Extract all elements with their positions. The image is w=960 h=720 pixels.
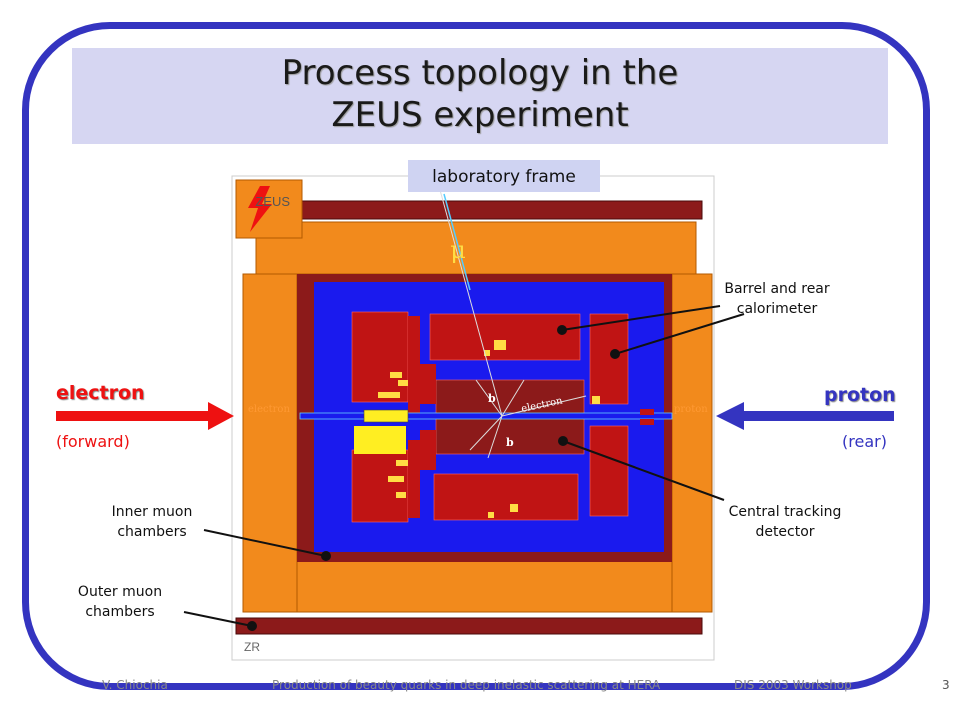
beam-pipe-rear-upper [640, 409, 654, 415]
inner-muon-chambers-label: Inner muon chambers [111, 504, 193, 540]
footer-talk-title: Production of beauty quarks in deep inel… [272, 678, 661, 692]
particle-tracks [439, 189, 587, 459]
rear-calorimeter-upper [589, 313, 629, 405]
barrel-calorimeter-yellow-cells [484, 340, 600, 518]
top-return-yoke [235, 200, 703, 220]
bottom-iron-yoke [296, 559, 673, 613]
barrel-calorimeter-bottom [433, 473, 579, 521]
slide-frame [22, 22, 930, 690]
forward-calorimeter-upper [351, 311, 409, 403]
muon-label: μ [450, 236, 466, 264]
ctd-forward-lower [420, 430, 436, 470]
forward-yellow-block [354, 426, 406, 454]
forward-calorimeter-edge-upper [408, 316, 420, 416]
bottom-outer-muon-bar [235, 617, 703, 635]
left-iron-yoke [242, 273, 298, 613]
footer-author: V. Chiochia [102, 678, 168, 692]
slide-title: Process topology in the ZEUS experiment [72, 52, 888, 136]
title-line-2: ZEUS experiment [331, 95, 629, 135]
title-box [72, 48, 888, 144]
title-line-1: Process topology in the [281, 53, 679, 93]
footer-page-number: 3 [942, 678, 950, 692]
zeus-logo-text: ZEUS [255, 194, 290, 209]
beam-pipe-rear-lower [640, 419, 654, 425]
footer-event: DIS 2003 Workshop [734, 678, 852, 692]
barrel-rear-calorimeter-label: Barrel and rear calorimeter [724, 281, 830, 317]
inner-electron-label: electron [248, 404, 290, 415]
b-quark-label-2: b [506, 436, 514, 449]
outer-muon-chambers-label: Outer muon chambers [77, 584, 163, 620]
barrel-calorimeter-top [429, 313, 581, 361]
proton-beam-label: proton [824, 384, 896, 406]
proton-beam-arrow [716, 402, 894, 430]
electron-direction-label: (forward) [56, 432, 130, 451]
forward-calorimeter-yellow-cells [378, 372, 408, 498]
callout-lines [183, 305, 745, 631]
electron-beam-label: electron [56, 382, 145, 404]
muon-track [443, 193, 471, 291]
electron-beam-arrow [56, 402, 234, 430]
rear-calorimeter-lower [589, 425, 629, 517]
zr-label: ZR [244, 640, 260, 654]
beam-pipe-element [363, 409, 409, 423]
inner-proton-label: proton [674, 404, 708, 415]
top-iron-yoke [255, 221, 697, 275]
beam-pipe [299, 412, 673, 420]
ctd-forward-upper [420, 364, 436, 404]
laboratory-frame-label: laboratory frame [408, 160, 600, 192]
right-iron-yoke [671, 273, 713, 613]
b-quark-label-1: b [488, 392, 496, 405]
proton-direction-label: (rear) [842, 432, 887, 451]
zeus-logo-bolt-icon [248, 186, 272, 232]
forward-calorimeter-edge-lower [408, 440, 420, 518]
central-tracking-detector-label: Central tracking detector [728, 504, 842, 540]
zeus-logo [235, 179, 303, 239]
